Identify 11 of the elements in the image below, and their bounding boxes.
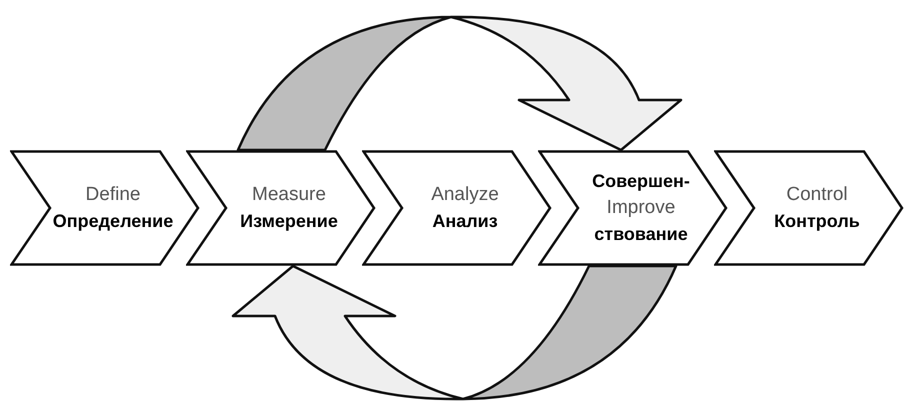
step-label: Совершен- (592, 170, 690, 193)
step-label: Контроль (774, 210, 860, 233)
step-label: Измерение (240, 210, 338, 233)
step-label: Improve (606, 196, 676, 220)
step-label: Measure (252, 182, 326, 206)
step-label: ствование (594, 223, 688, 246)
step-label: Analyze (431, 182, 499, 206)
step-label: Define (86, 182, 140, 206)
step-label: Анализ (432, 210, 498, 232)
step-label: Определение (52, 210, 174, 233)
step-label: Control (786, 182, 848, 206)
